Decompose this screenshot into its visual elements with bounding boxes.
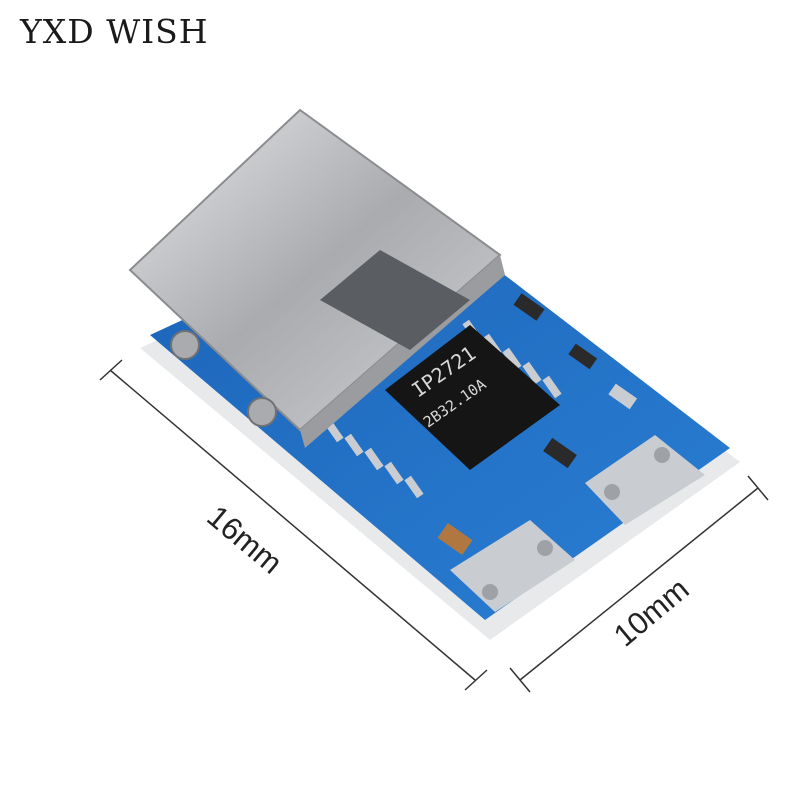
usb-c-connector: [128, 108, 505, 448]
solder-pad-left: [450, 520, 575, 612]
ic-chip: IP2721 2B32.10A: [324, 319, 562, 499]
smd-components: [437, 293, 638, 555]
solder-pad-right: [585, 435, 705, 525]
width-label: 10mm: [607, 571, 695, 653]
brand-watermark: YXD WISH: [20, 12, 209, 51]
